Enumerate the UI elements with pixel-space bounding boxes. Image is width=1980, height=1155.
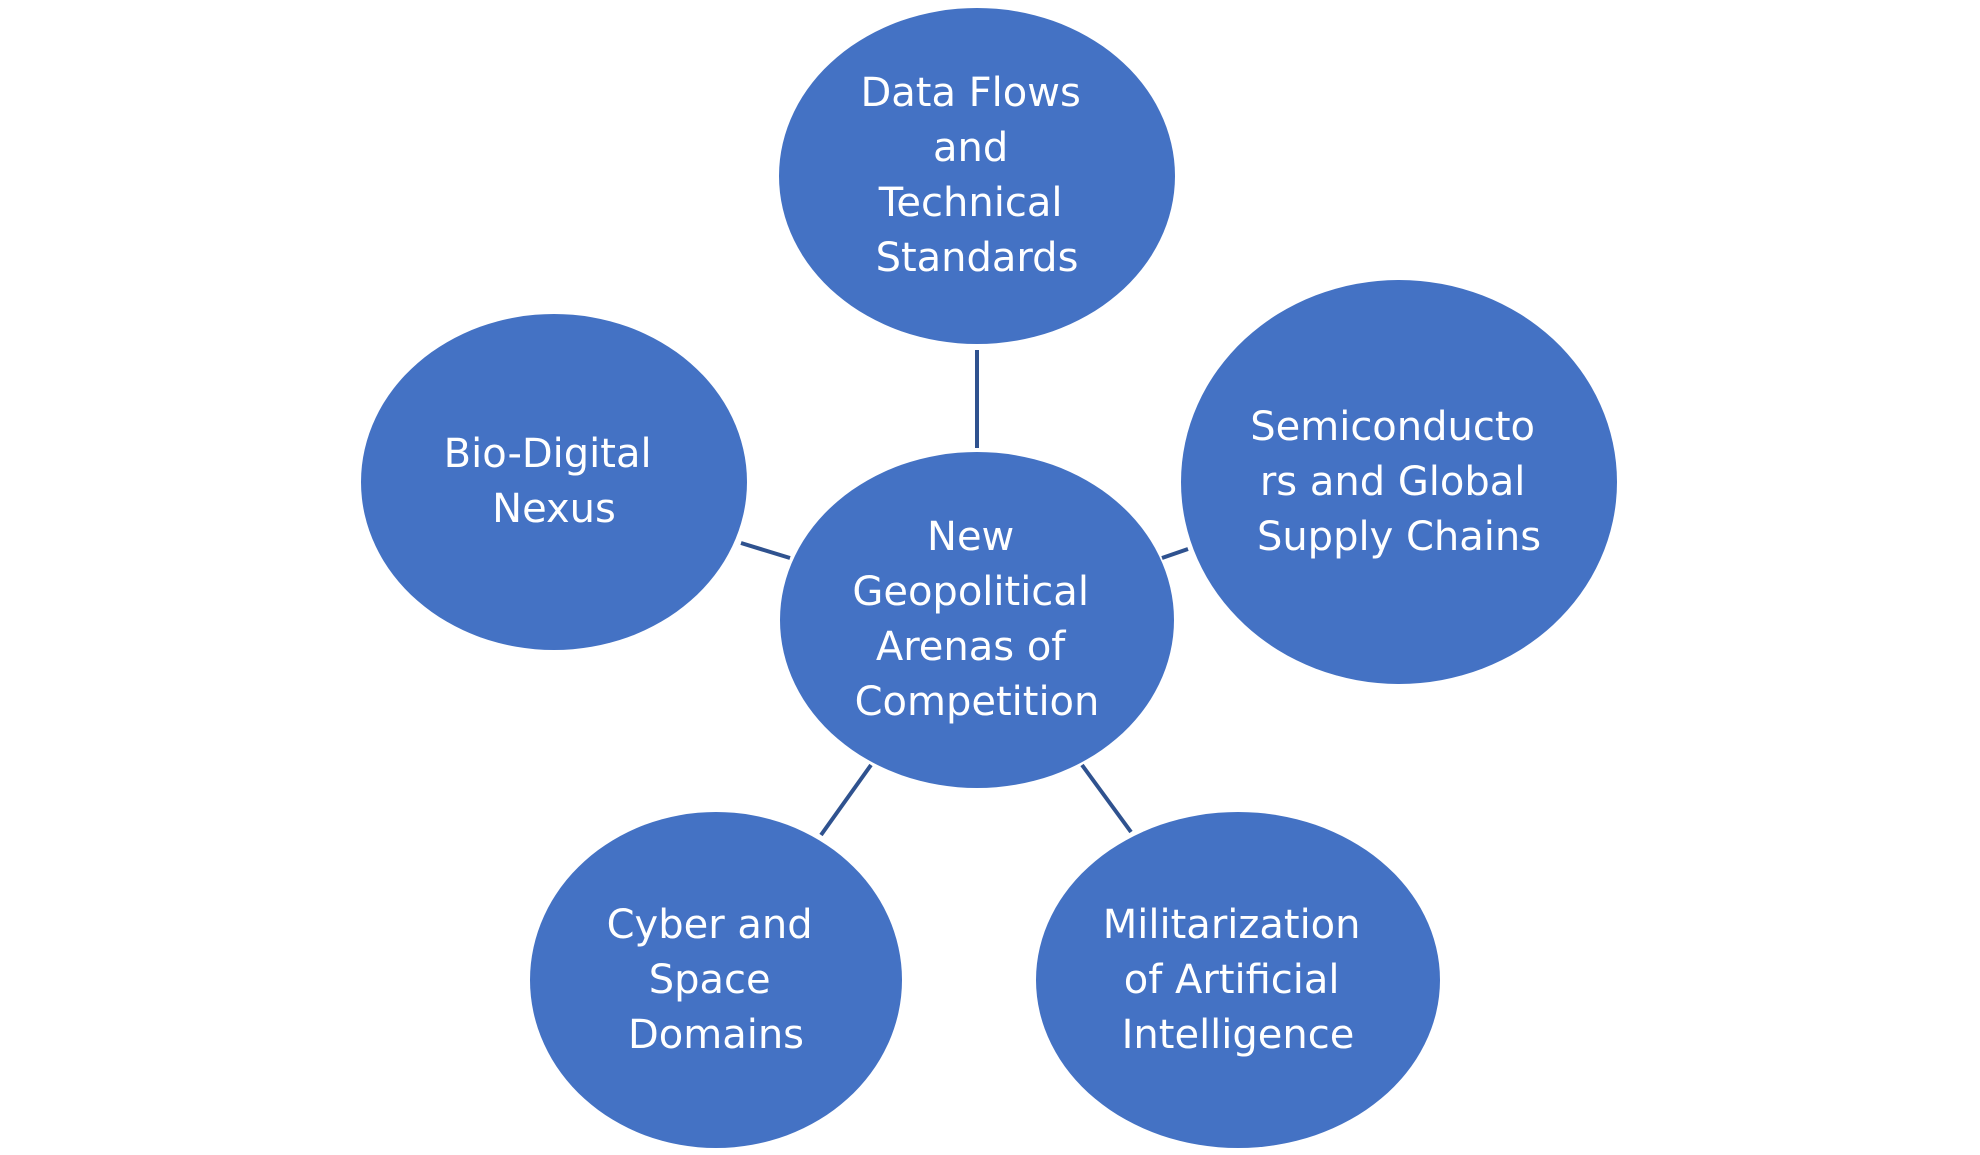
- node-semiconductors: Semiconducto rs and Global Supply Chains: [1181, 280, 1617, 684]
- node-label-line: Militarization: [1103, 902, 1361, 948]
- node-militarization: Militarization of Artificial Intelligenc…: [1036, 812, 1440, 1148]
- node-cyber-space: Cyber and Space Domains: [530, 812, 902, 1148]
- center-label-line: Geopolitical: [852, 569, 1089, 615]
- node-label-line: Supply Chains: [1257, 514, 1541, 560]
- svg-text:Militarization of Artifi: Militarization of Artificial Intelligenc…: [1103, 902, 1373, 1058]
- node-label-line: Nexus: [492, 486, 616, 532]
- node-label-line: and: [933, 125, 1008, 171]
- svg-text:Semiconducto rs and Glob: Semiconducto rs and Global Supply Chains: [1250, 404, 1548, 560]
- connector-cyber-space: [819, 763, 873, 837]
- center-label-line: Competition: [855, 679, 1100, 725]
- node-label-line: Semiconducto: [1250, 404, 1535, 450]
- center-label-line: New: [927, 514, 1014, 560]
- node-label-line: Standards: [876, 235, 1079, 281]
- node-label-line: Bio-Digital: [444, 431, 652, 477]
- node-label-line: Space: [649, 957, 771, 1003]
- svg-text:Bio-Digital Nexus: Bio-Digital Nexus: [444, 431, 665, 532]
- center-label-line: Arenas of: [876, 624, 1066, 670]
- node-label-line: Technical: [878, 180, 1063, 226]
- svg-text:New Geopolitical A: New Geopolitical Arenas of Competition: [852, 514, 1101, 725]
- node-bio-digital: Bio-Digital Nexus: [361, 314, 747, 650]
- node-label-line: of Artificial: [1124, 957, 1340, 1003]
- svg-text:Cyber and Space Do: Cyber and Space Domains: [607, 902, 826, 1058]
- node-label-line: rs and Global: [1260, 459, 1526, 505]
- node-center: New Geopolitical Arenas of Competition: [780, 452, 1174, 788]
- node-data-flows: Data Flows and Technical Standards: [779, 8, 1175, 344]
- node-label-line: Data Flows: [860, 70, 1080, 116]
- node-label-line: Cyber and: [607, 902, 813, 948]
- connector-militarization: [1080, 763, 1133, 834]
- node-label-line: Domains: [628, 1012, 804, 1058]
- connector-bio-digital: [740, 541, 791, 560]
- svg-text:Data Flows and Tec: Data Flows and Technical Standards: [860, 70, 1093, 281]
- connector-semiconductors: [1161, 547, 1189, 560]
- node-label-line: Intelligence: [1122, 1012, 1355, 1058]
